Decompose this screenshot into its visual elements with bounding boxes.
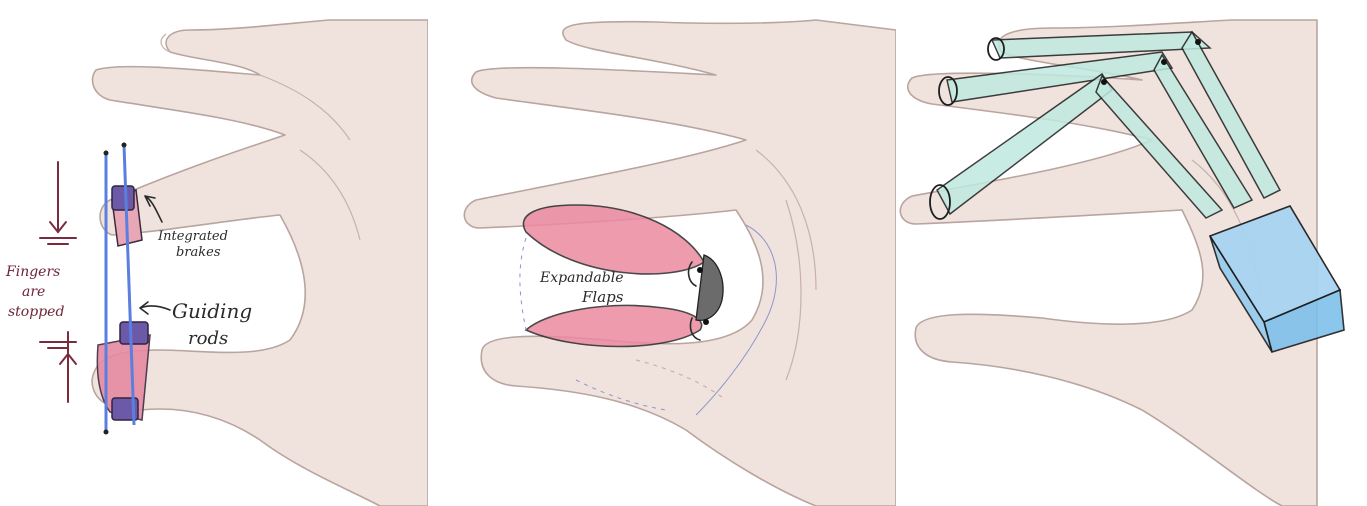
stop-marker-bottom [40,332,76,402]
sketch-expandable-flaps: Expandable Flaps [456,0,896,506]
panel-expandable-flaps: Expandable Flaps [456,0,896,506]
brakes-label-line2: brakes [176,245,221,260]
rods-label-line1: Guiding [172,299,252,323]
stopped-label-line2: are [22,284,45,300]
panel-exoskeleton [892,0,1367,506]
sketch-exoskeleton [892,0,1367,506]
stopped-label-line1: Fingers [5,264,60,280]
hand-shape [92,20,428,506]
sketch-guiding-rods: Integrated brakes Guiding rods Fingers a… [0,0,428,506]
panel-guiding-rods: Integrated brakes Guiding rods Fingers a… [0,0,428,506]
brakes-label-line1: Integrated [157,229,228,244]
flaps-label-line1: Expandable [539,270,623,286]
flaps-label-line2: Flaps [581,288,624,306]
rods-arrow [140,302,170,314]
stop-marker-top [40,162,76,244]
rods-label-line2: rods [188,328,228,349]
stopped-label-line3: stopped [8,304,64,320]
